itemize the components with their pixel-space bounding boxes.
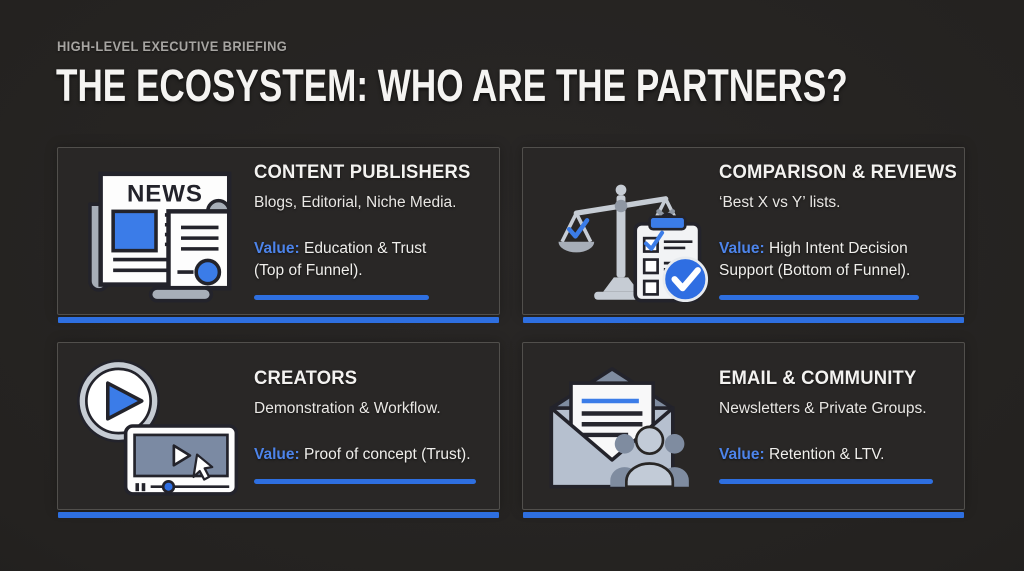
value-underline — [254, 479, 476, 485]
card-creators: CREATORS Demonstration & Workflow. Value… — [57, 342, 500, 518]
value-underline — [719, 479, 933, 485]
value-text: Retention & LTV. — [768, 446, 885, 464]
card-title: CREATORS — [254, 367, 358, 389]
page-title: THE ECOSYSTEM: WHO ARE THE PARTNERS? — [56, 60, 848, 111]
card-text: CREATORS Demonstration & Workflow. Value… — [254, 368, 494, 485]
scales-checklist-icon — [523, 156, 719, 306]
card-subtitle: Newsletters & Private Groups. — [719, 399, 927, 417]
value-underline — [254, 295, 429, 301]
card-value: Value: Education & Trust (Top of Funnel)… — [254, 238, 480, 282]
card-subtitle: ‘Best X vs Y’ lists. — [719, 193, 841, 211]
card-accent-bar — [523, 512, 964, 518]
value-label: Value: — [719, 446, 765, 464]
partner-cards-grid: NEWS — [57, 147, 965, 518]
value-label: Value: — [719, 240, 765, 258]
value-text: Education & Trust (Top of Funnel). — [254, 240, 427, 280]
value-underline — [719, 295, 919, 301]
card-subtitle: Blogs, Editorial, Niche Media. — [254, 193, 457, 211]
newspaper-scroll-icon: NEWS — [58, 156, 254, 306]
card-subtitle: Demonstration & Workflow. — [254, 399, 441, 417]
value-text: Proof of concept (Trust). — [303, 446, 471, 464]
card-title: EMAIL & COMMUNITY — [719, 367, 917, 389]
video-player-icon — [58, 351, 254, 501]
value-label: Value: — [254, 446, 300, 464]
card-accent-bar — [523, 317, 964, 323]
card-email-community: EMAIL & COMMUNITY Newsletters & Private … — [522, 342, 965, 518]
card-value: Value: Retention & LTV. — [719, 444, 945, 466]
value-text: High Intent Decision Support (Bottom of … — [719, 240, 911, 280]
value-label: Value: — [254, 240, 300, 258]
card-accent-bar — [58, 317, 499, 323]
card-value: Value: High Intent Decision Support (Bot… — [719, 238, 945, 282]
kicker: HIGH-LEVEL EXECUTIVE BRIEFING — [57, 38, 288, 54]
card-text: COMPARISON & REVIEWS ‘Best X vs Y’ lists… — [719, 162, 959, 301]
envelope-community-icon — [523, 351, 719, 501]
card-value: Value: Proof of concept (Trust). — [254, 444, 480, 466]
card-text: CONTENT PUBLISHERS Blogs, Editorial, Nic… — [254, 162, 494, 301]
card-comparison-reviews: COMPARISON & REVIEWS ‘Best X vs Y’ lists… — [522, 147, 965, 323]
card-content-publishers: NEWS — [57, 147, 500, 323]
card-accent-bar — [58, 512, 499, 518]
svg-text:NEWS: NEWS — [127, 181, 203, 208]
card-title: COMPARISON & REVIEWS — [719, 161, 958, 183]
card-title: CONTENT PUBLISHERS — [254, 161, 471, 183]
card-text: EMAIL & COMMUNITY Newsletters & Private … — [719, 368, 959, 485]
